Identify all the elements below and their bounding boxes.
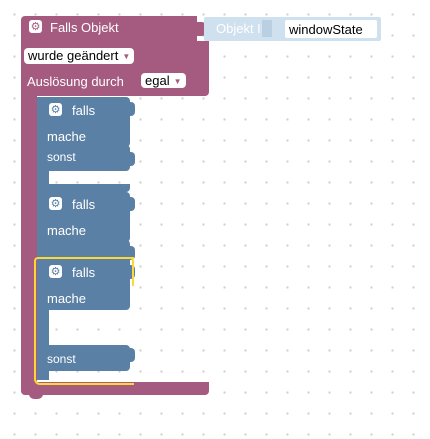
if-block-else-row xyxy=(37,345,130,371)
trigger-block-next-connector xyxy=(29,394,43,399)
if-block-else-connector xyxy=(128,152,135,166)
gear-icon[interactable]: ⚙ xyxy=(49,197,62,210)
if-block-else-spine xyxy=(37,171,49,188)
trigger-label: Auslösung durch xyxy=(27,74,124,89)
trigger-block-connector xyxy=(197,22,205,36)
event-dropdown-value: wurde geändert xyxy=(28,48,119,63)
if-block-else-spine xyxy=(37,371,49,380)
triangle-down-icon: ▼ xyxy=(122,51,131,61)
gear-icon[interactable]: ⚙ xyxy=(49,103,62,116)
gear-icon[interactable]: ⚙ xyxy=(49,265,62,278)
if-block-input-connector xyxy=(128,102,135,116)
do-label: mache xyxy=(47,291,87,306)
object-id-block[interactable]: Objekt ID windowState xyxy=(204,17,381,41)
object-id-label: Objekt ID xyxy=(216,21,271,36)
if-block-input-connector xyxy=(128,265,135,279)
object-id-divider xyxy=(262,20,272,37)
if-label: falls xyxy=(72,103,96,118)
if-label: falls xyxy=(72,197,96,212)
if-label: falls xyxy=(72,265,96,280)
if-block-else-connector xyxy=(128,348,135,362)
triangle-down-icon: ▼ xyxy=(173,77,182,87)
trigger-dropdown-value: egal xyxy=(145,73,170,88)
trigger-block-footer xyxy=(21,382,209,395)
if-block-do-row xyxy=(37,217,130,242)
object-id-field[interactable]: windowState xyxy=(285,20,377,38)
gear-icon[interactable]: ⚙ xyxy=(29,20,42,33)
selection-outline-top xyxy=(110,257,134,286)
if-block-input-connector xyxy=(128,197,135,211)
if-block-else-row xyxy=(37,145,130,171)
selection-outline xyxy=(34,257,134,385)
if-block-footer xyxy=(37,184,130,192)
else-label: sonst xyxy=(47,150,76,164)
trigger-block-spine xyxy=(21,96,37,382)
if-block-do-row xyxy=(37,122,130,147)
do-label: mache xyxy=(47,129,87,144)
trigger-dropdown[interactable]: egal▼ xyxy=(141,73,186,88)
else-label: sonst xyxy=(47,352,76,366)
trigger-block-header xyxy=(21,16,197,41)
if-block-else-connector xyxy=(128,246,135,260)
trigger-title: Falls Objekt xyxy=(50,20,119,35)
do-label: mache xyxy=(47,223,87,238)
event-dropdown[interactable]: wurde geändert▼ xyxy=(24,48,135,64)
object-id-value: windowState xyxy=(289,22,363,37)
if-block-spine xyxy=(37,310,49,348)
if-block-do-row xyxy=(37,285,130,310)
